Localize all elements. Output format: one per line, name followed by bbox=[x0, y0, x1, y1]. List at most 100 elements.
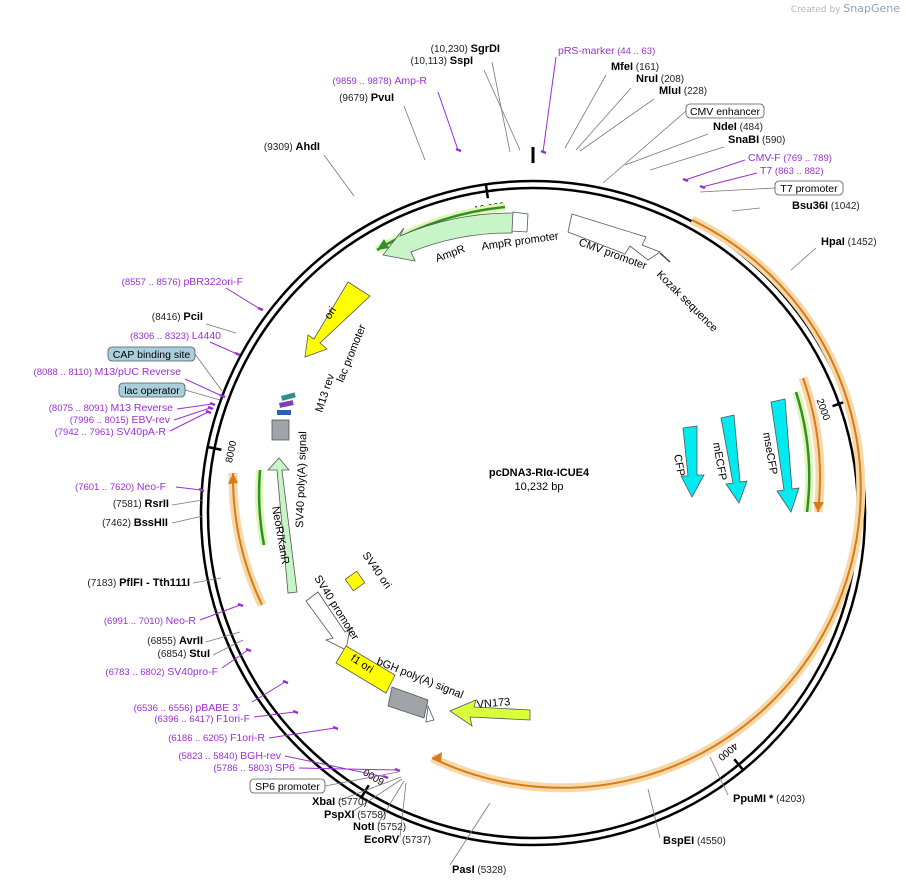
primer-name: EBV-rev bbox=[131, 414, 170, 426]
enzyme-position: (7581) bbox=[113, 499, 145, 510]
primer-name: SV40pro-F bbox=[167, 666, 218, 678]
primer-leader bbox=[176, 403, 213, 410]
backbone-outer-ring bbox=[199, 179, 867, 847]
primer-leader bbox=[173, 407, 211, 421]
enzyme-leader bbox=[205, 323, 237, 334]
enzyme-leader bbox=[449, 802, 491, 866]
primer-position: (6783 .. 6802) bbox=[105, 667, 167, 678]
credit-prefix: Created by bbox=[790, 5, 841, 15]
enzyme-position: (1452) bbox=[845, 237, 877, 248]
primer-site bbox=[282, 679, 289, 685]
kozak-label: Kozak sequence bbox=[654, 269, 720, 335]
primer-site bbox=[332, 725, 339, 731]
ampr-promoter-feature bbox=[511, 211, 529, 233]
ampr-feature bbox=[382, 212, 515, 262]
vn173-feature bbox=[449, 699, 531, 727]
primer-name: Neo-R bbox=[166, 615, 197, 627]
orf-arc-right bbox=[802, 377, 821, 513]
sp6-arrow-feature bbox=[425, 704, 435, 723]
enzyme-position: (7462) bbox=[102, 518, 134, 529]
enzyme-name: SnaBI bbox=[728, 134, 759, 146]
primer-m13-puc-reverse: (8088 .. 8110) M13/pUC Reverse bbox=[34, 366, 182, 378]
primer-name: Neo-F bbox=[137, 481, 166, 493]
enzyme-leader bbox=[579, 98, 655, 152]
cmv-promoter-feature bbox=[567, 213, 661, 261]
enzyme-pspxi: PspXI (5758) bbox=[324, 809, 386, 821]
sv40-polya-feature bbox=[271, 419, 290, 441]
sv40-promoter-feature bbox=[305, 591, 351, 651]
enzyme-leader bbox=[192, 577, 222, 584]
primer-leader bbox=[437, 91, 459, 151]
enzyme-position: (208) bbox=[658, 74, 684, 85]
primer-cmv-f: CMV-F (769 .. 789) bbox=[748, 152, 832, 164]
primer-amp-r: (9859 .. 9878) Amp-R bbox=[333, 75, 428, 87]
primer-position: (6536 .. 6556) bbox=[134, 703, 196, 714]
primer-position: (769 .. 789) bbox=[781, 153, 832, 164]
ampr-orf bbox=[376, 205, 506, 252]
enzyme-name: PasI bbox=[452, 864, 475, 876]
enzyme-bsu36i: Bsu36I (1042) bbox=[792, 200, 860, 212]
feature-box-cap-binding-site bbox=[107, 346, 196, 362]
primer-site bbox=[205, 409, 212, 415]
primer-leader bbox=[284, 755, 386, 778]
enzyme-name: BssHII bbox=[134, 517, 168, 529]
primer-f1ori-f: (6396 .. 6417) F1ori-F bbox=[154, 713, 250, 725]
primer-position: (5786 .. 5803) bbox=[213, 763, 275, 774]
enzyme-name: NdeI bbox=[713, 121, 737, 133]
primer-sv40pa-r: (7942 .. 7961) SV40pA-R bbox=[55, 426, 167, 438]
primer-position: (9859 .. 9878) bbox=[333, 76, 395, 87]
plasmid-length: 10,232 bp bbox=[515, 481, 564, 493]
sv40-ori-feature bbox=[344, 570, 366, 592]
enzyme-position: (10,230) bbox=[431, 44, 471, 55]
primer-site bbox=[682, 177, 689, 183]
enzyme-leader bbox=[351, 778, 403, 813]
primer-site bbox=[234, 351, 241, 357]
feature-leader bbox=[324, 771, 399, 787]
enzyme-leader bbox=[575, 87, 632, 151]
enzyme-name: SgrDI bbox=[471, 43, 500, 55]
primer-name: pBR322ori-F bbox=[183, 276, 243, 288]
neor-orf bbox=[257, 469, 266, 546]
primer-neo-f: (7601 .. 7620) Neo-F bbox=[75, 481, 166, 493]
cfp-label: CFP bbox=[671, 453, 687, 477]
enzyme-name: NotI bbox=[353, 821, 374, 833]
enzyme-position: (5758) bbox=[355, 810, 387, 821]
primer-sp6: (5786 .. 5803) SP6 bbox=[213, 762, 295, 774]
enzyme-position: (228) bbox=[681, 86, 707, 97]
enzyme-name: MfeI bbox=[611, 61, 633, 73]
primer-name: Amp-R bbox=[394, 75, 427, 87]
feature-box-label: T7 promoter bbox=[780, 183, 838, 195]
enzyme-name: XbaI bbox=[312, 796, 335, 808]
enzyme-nrui: NruI (208) bbox=[636, 73, 684, 85]
primer-leader bbox=[199, 604, 241, 621]
kozak-feature bbox=[659, 252, 671, 263]
snapgene-brand: SnapGene bbox=[843, 2, 900, 15]
sv40-polya-label: SV40 poly(A) signal bbox=[294, 431, 309, 528]
primer-site bbox=[245, 647, 252, 653]
primer-site bbox=[237, 602, 244, 608]
enzyme-name: EcoRV bbox=[364, 834, 400, 846]
primer-position: (863 .. 882) bbox=[772, 166, 823, 177]
primer-leader bbox=[251, 681, 286, 703]
enzyme-position: (1042) bbox=[828, 201, 860, 212]
enzyme-rsrii: (7581) RsrII bbox=[113, 498, 169, 510]
feature-box-t7-promoter bbox=[774, 180, 844, 196]
enzyme-position: (9679) bbox=[339, 93, 371, 104]
primer-position: (7996 .. 8015) bbox=[70, 415, 132, 426]
primer-m13-reverse: (8075 .. 8091) M13 Reverse bbox=[49, 402, 173, 414]
bgh-polya-feature bbox=[387, 686, 429, 719]
primer-neo-r: (6991 .. 7010) Neo-R bbox=[104, 615, 197, 627]
primer-position: (8088 .. 8110) bbox=[34, 367, 95, 378]
primer-position: (44 .. 63) bbox=[615, 46, 656, 57]
primer-t7: T7 (863 .. 882) bbox=[760, 165, 824, 177]
enzyme-leader bbox=[731, 207, 761, 212]
enzyme-ahdi: (9309) AhdI bbox=[264, 141, 320, 153]
enzyme-ecorv: EcoRV (5737) bbox=[364, 834, 431, 846]
primer-leader bbox=[701, 172, 758, 188]
enzyme-name: PpuMI * bbox=[733, 793, 774, 805]
enzyme-position: (4550) bbox=[694, 836, 726, 847]
enzyme-position: (484) bbox=[737, 122, 763, 133]
enzyme-leader bbox=[649, 146, 725, 171]
enzyme-position: (5752) bbox=[374, 822, 406, 833]
primer-leader bbox=[209, 341, 238, 355]
